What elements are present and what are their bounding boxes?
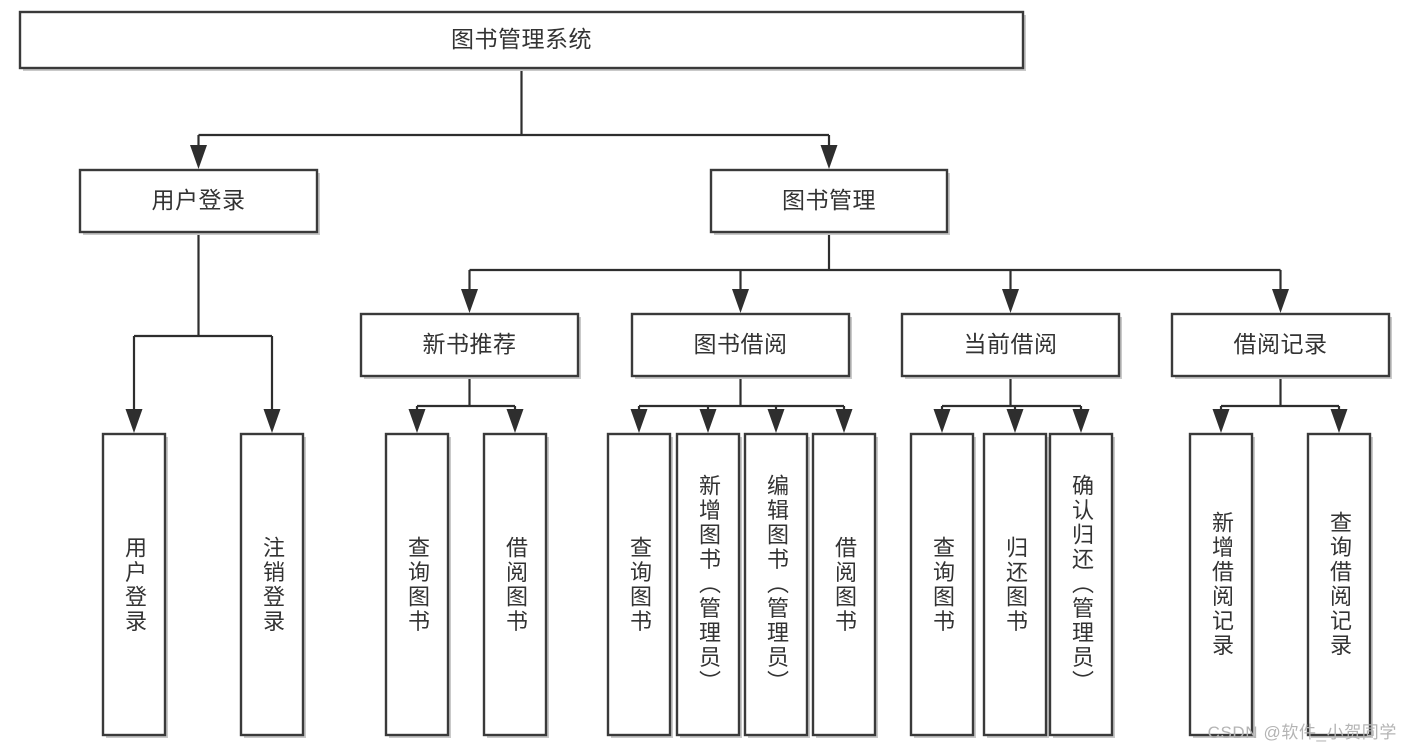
node-box-leaf_add_book[interactable] <box>675 432 741 737</box>
arrow-head-icon <box>933 409 951 433</box>
node-box-leaf_user_login[interactable] <box>101 432 167 737</box>
arrow-head-icon <box>820 145 838 169</box>
connector-group-book_borrow <box>630 376 853 433</box>
arrow-head-icon <box>1212 409 1230 433</box>
arrow-head-icon <box>699 409 717 433</box>
arrow-head-icon <box>630 409 648 433</box>
node-box-leaf_edit_book[interactable] <box>743 432 809 737</box>
node-box-new_book_rec[interactable] <box>359 312 580 378</box>
arrow-head-icon <box>125 409 143 433</box>
node-box-root[interactable] <box>18 10 1025 70</box>
arrow-head-icon <box>732 289 749 313</box>
node-box-leaf_add_record[interactable] <box>1188 432 1254 737</box>
node-box-leaf_query_book_1[interactable] <box>384 432 450 737</box>
arrow-head-icon <box>408 409 426 433</box>
node-box-leaf_borrow_book_2[interactable] <box>811 432 877 737</box>
arrow-head-icon <box>1006 409 1024 433</box>
arrow-head-icon <box>767 409 785 433</box>
connector-group-current_borrow <box>933 376 1090 433</box>
arrow-head-icon <box>461 289 478 313</box>
connector-group-root <box>190 68 838 169</box>
connector-group-borrow_record <box>1212 376 1348 433</box>
node-box-leaf_return_book[interactable] <box>982 432 1048 737</box>
watermark-text: CSDN @软件_小贺同学 <box>1207 723 1397 742</box>
node-box-leaf_confirm_return[interactable] <box>1048 432 1114 737</box>
connector-group-book_manage <box>461 232 1289 313</box>
node-box-borrow_record[interactable] <box>1170 312 1391 378</box>
node-box-book_borrow[interactable] <box>630 312 851 378</box>
node-box-leaf_borrow_book_1[interactable] <box>482 432 548 737</box>
node-box-leaf_query_book_2[interactable] <box>606 432 672 737</box>
arrow-head-icon <box>190 145 207 169</box>
arrow-head-icon <box>506 409 524 433</box>
arrow-head-icon <box>1272 289 1289 313</box>
arrow-head-icon <box>1002 289 1019 313</box>
node-box-leaf_logout[interactable] <box>239 432 305 737</box>
node-box-leaf_query_book_3[interactable] <box>909 432 975 737</box>
node-box-book_manage[interactable] <box>709 168 949 234</box>
node-box-current_borrow[interactable] <box>900 312 1121 378</box>
connector-group-user_login <box>125 232 281 433</box>
arrow-head-icon <box>1330 409 1348 433</box>
node-box-user_login[interactable] <box>78 168 319 234</box>
arrow-head-icon <box>835 409 853 433</box>
arrow-head-icon <box>263 409 281 433</box>
node-box-leaf_query_record[interactable] <box>1306 432 1372 737</box>
connector-group-new_book_rec <box>408 376 524 433</box>
arrow-head-icon <box>1072 409 1090 433</box>
